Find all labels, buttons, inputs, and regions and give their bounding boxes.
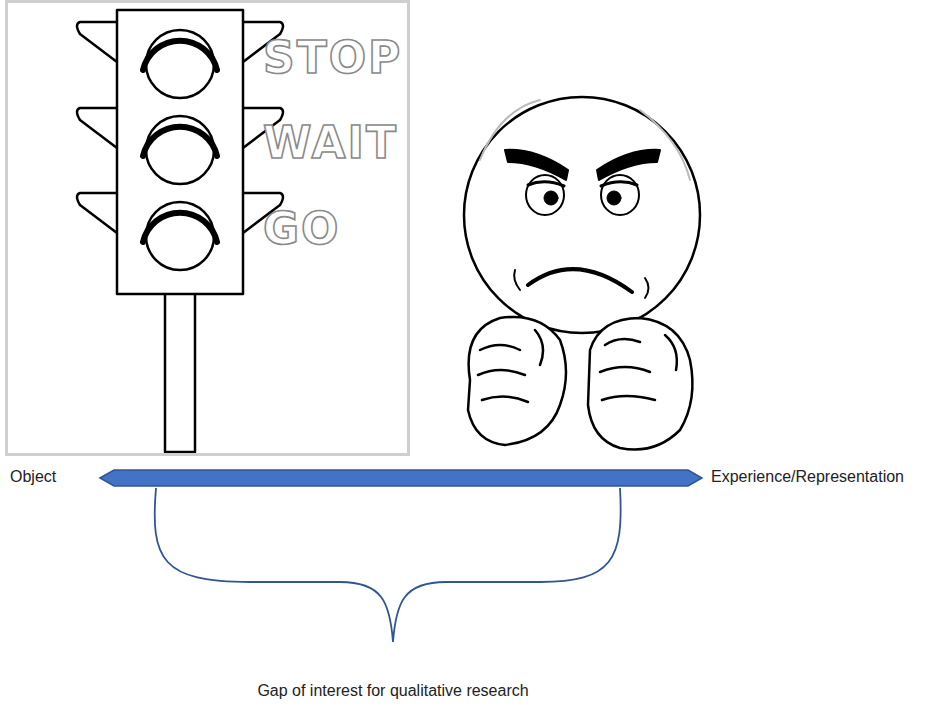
curly-brace [155,488,621,642]
fists [468,317,692,450]
signal-word: STOP [263,36,402,80]
lamp-visors [143,41,217,242]
axis-end-label: Object [10,467,56,486]
traffic-light-housing [117,10,243,294]
signal-word: GO [263,207,341,251]
image-frame: STOP WAIT GO [5,0,410,456]
axis-end-label: Experience/Representation [711,467,904,486]
traffic-light [77,10,283,452]
traffic-light-pole [165,292,195,452]
double-arrow [100,470,702,486]
brace-caption: Gap of interest for qualitative research [257,681,528,700]
angry-face [464,97,700,450]
signal-word: WAIT [263,121,398,165]
